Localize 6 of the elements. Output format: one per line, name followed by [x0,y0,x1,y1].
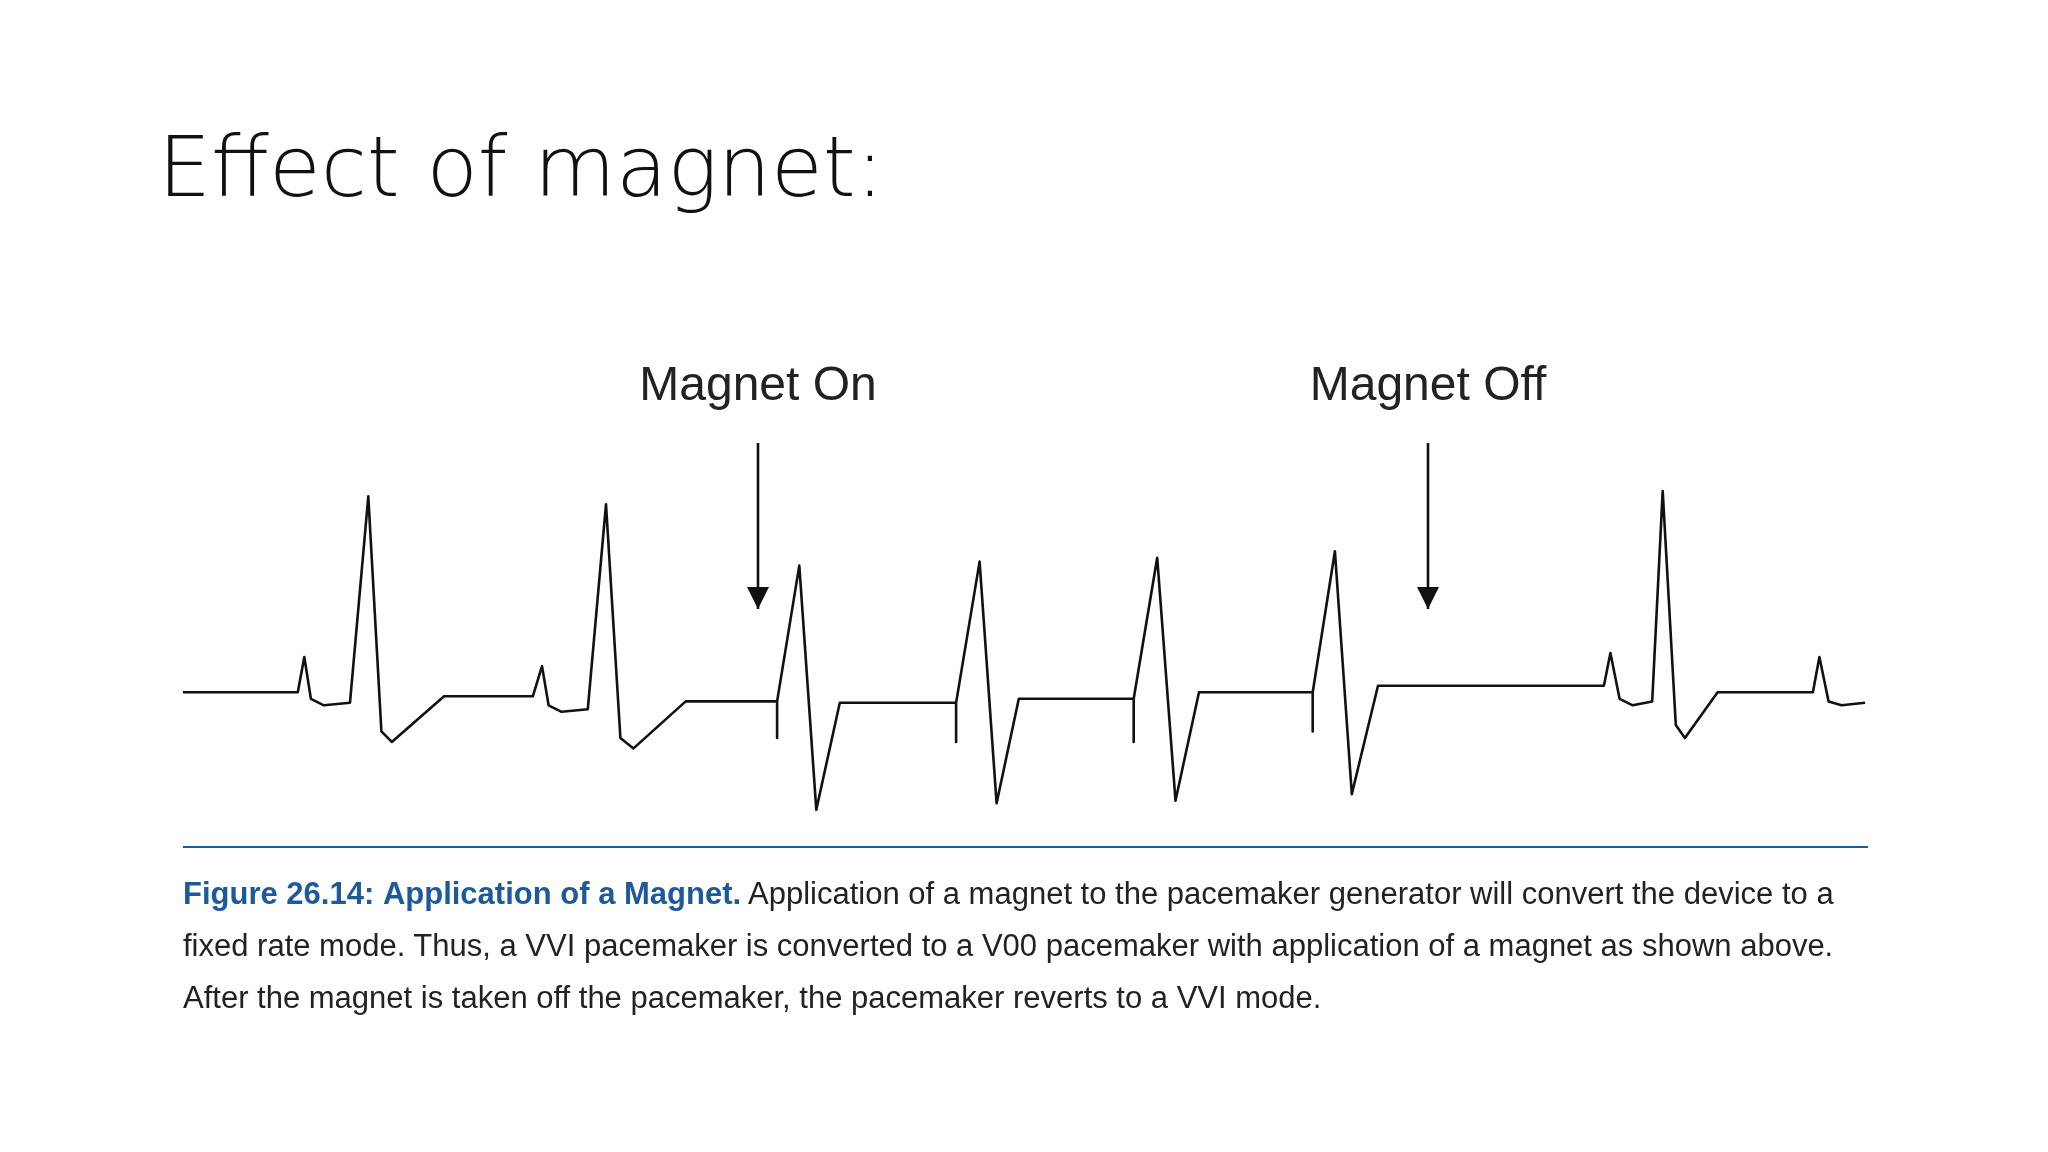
arrow [747,443,769,609]
marker-label: Magnet Off [1278,355,1578,413]
arrow [1417,443,1439,609]
figure-caption: Figure 26.14: Application of a Magnet. Application of a magnet to the pacemaker generator will convert the device to a fixed rate mode. Thus, a VVI pacemaker is converted to a V00 pacemaker with application of a magnet as shown above. After the magnet is taken off the pacemaker, the pacemaker reverts to a VVI mode. [183,875,1835,1017]
slide-title: Effect of magnet: [158,118,884,216]
marker-label: Magnet On [608,355,908,413]
